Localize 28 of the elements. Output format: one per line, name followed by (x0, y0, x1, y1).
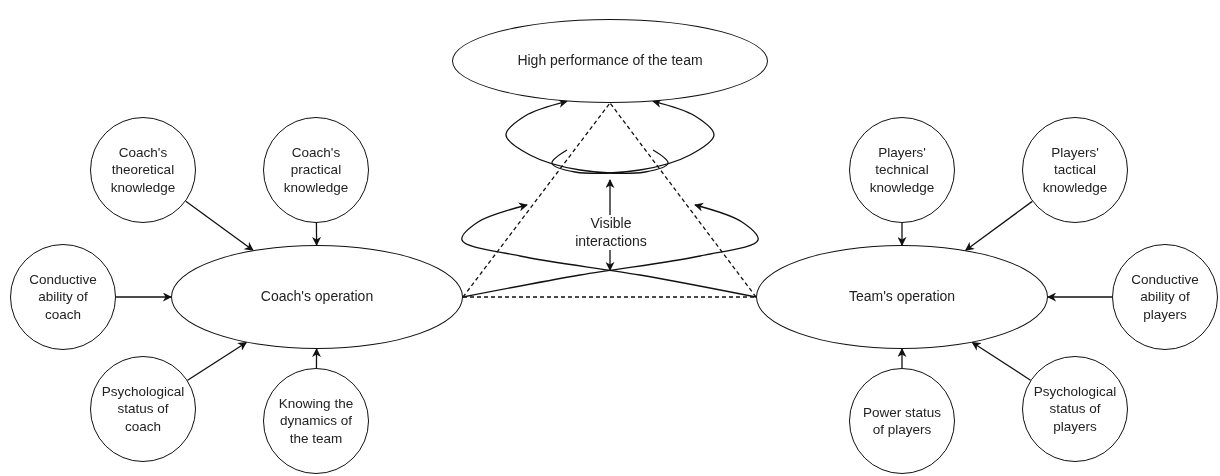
node-label: Psychological status of coach (100, 383, 186, 435)
node-label: Players' tactical knowledge (1041, 144, 1109, 196)
node-label: High performance of the team (517, 52, 703, 70)
node-label: Players' technical knowledge (868, 144, 936, 196)
node-label: Coach's operation (260, 288, 374, 306)
node-label: Psychological status of players (1032, 383, 1118, 435)
node-label: Conductive ability of coach (28, 271, 98, 323)
arrow (1047, 292, 1113, 302)
arrow (505, 99, 669, 175)
node-label: Conductive ability of players (1130, 271, 1200, 323)
node-label: Coach's theoretical knowledge (109, 144, 177, 196)
node-label: Power status of players (861, 403, 942, 439)
dashed-connector (462, 102, 611, 298)
arrow (312, 348, 321, 369)
arrow (897, 348, 907, 369)
node-label: Team's operation (848, 288, 956, 306)
arrow (185, 200, 254, 251)
arrow (897, 222, 907, 246)
dashed-connector (609, 102, 757, 298)
arrow (965, 200, 1033, 251)
arrow (186, 341, 248, 381)
node-label: Coach's practical knowledge (282, 144, 350, 196)
arrow (115, 292, 172, 302)
dashed-connector (462, 296, 757, 298)
arrow (551, 99, 715, 175)
arrow (971, 341, 1032, 381)
node-label: Knowing the dynamics of the team (277, 395, 355, 447)
arrow (312, 222, 322, 246)
